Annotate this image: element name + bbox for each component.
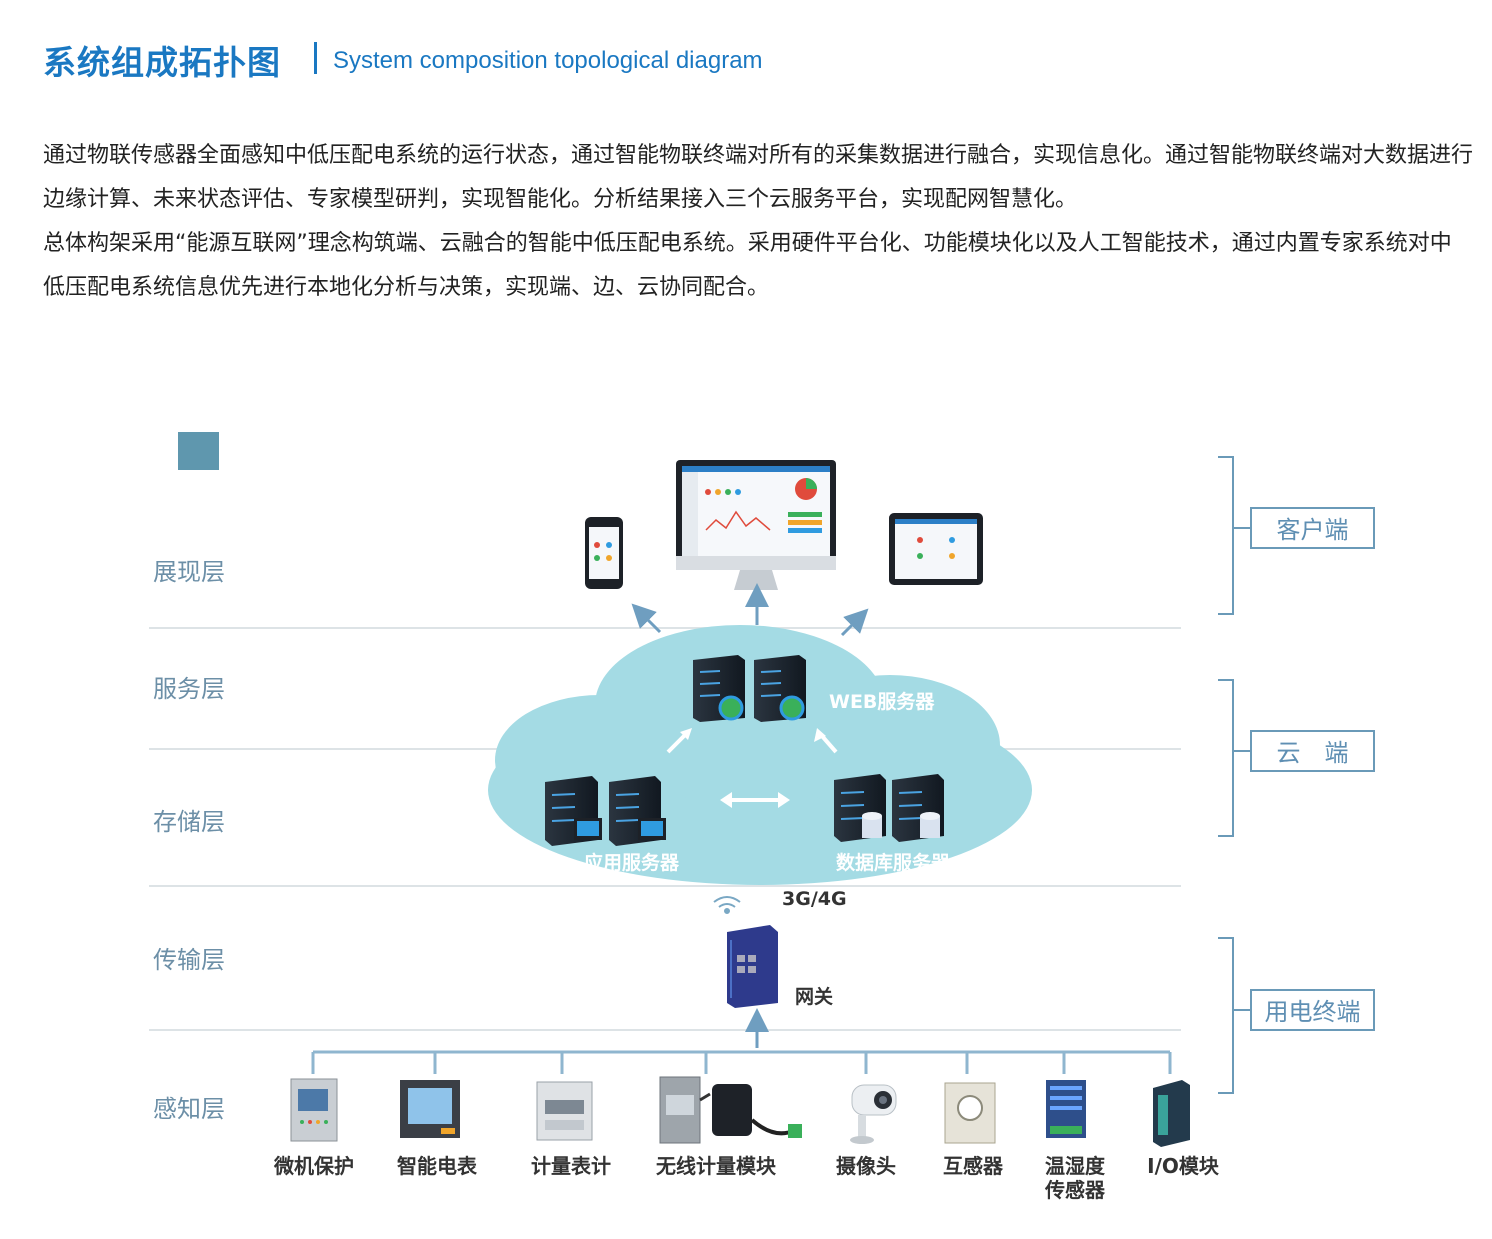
tablet-icon bbox=[889, 513, 983, 585]
device-label-energy-meter: 计量表计 bbox=[531, 1154, 611, 1178]
layer-label-transport: 传输层 bbox=[153, 946, 225, 974]
side-bracket-cloud bbox=[1218, 679, 1250, 837]
layer-label-presentation: 展现层 bbox=[153, 558, 225, 586]
device-label-protection: 微机保护 bbox=[274, 1154, 354, 1178]
side-bracket-client bbox=[1218, 456, 1250, 615]
camera-icon bbox=[850, 1084, 897, 1144]
layer-label-perception: 感知层 bbox=[153, 1095, 225, 1123]
protection-relay-icon bbox=[290, 1078, 338, 1142]
gateway-icon bbox=[727, 925, 778, 1008]
app-server-label: 应用服务器 bbox=[584, 852, 680, 874]
side-group-cloud: 云 端 bbox=[1250, 730, 1375, 772]
arrow-db-to-web bbox=[820, 734, 838, 754]
side-bracket-terminal bbox=[1218, 937, 1250, 1094]
intro-text: 通过物联传感器全面感知中低压配电系统的运行状态，通过智能物联终端对所有的采集数据… bbox=[43, 134, 1473, 310]
smart-meter-icon bbox=[400, 1080, 460, 1138]
smartphone-icon bbox=[585, 517, 623, 589]
device-label-transformer: 互感器 bbox=[943, 1154, 1003, 1178]
gateway-label: 网关 bbox=[795, 986, 834, 1008]
intro-paragraph-1: 通过物联传感器全面感知中低压配电系统的运行状态，通过智能物联终端对所有的采集数据… bbox=[43, 143, 1474, 212]
layer-separator bbox=[149, 1029, 1181, 1031]
desktop-monitor-icon bbox=[676, 460, 836, 590]
device-label-io-module: I/O模块 bbox=[1147, 1154, 1219, 1178]
layer-separator bbox=[149, 627, 1181, 629]
web-server-icon bbox=[693, 655, 806, 722]
device-label-wireless-meter: 无线计量模块 bbox=[656, 1154, 776, 1178]
energy-meter-icon bbox=[536, 1081, 593, 1141]
side-group-client: 客户端 bbox=[1250, 507, 1375, 549]
page-subtitle: System composition topological diagram bbox=[333, 47, 763, 74]
database-server-icon bbox=[834, 774, 944, 842]
layer-label-storage: 存储层 bbox=[153, 808, 225, 836]
humidity-sensor-icon bbox=[1046, 1080, 1086, 1138]
side-group-terminal: 用电终端 bbox=[1250, 989, 1375, 1031]
wifi-icon bbox=[713, 896, 741, 914]
layer-separator bbox=[149, 885, 1181, 887]
title-divider bbox=[314, 42, 317, 74]
page-title: 系统组成拓扑图 bbox=[43, 43, 281, 82]
wireless-meter-icon bbox=[659, 1076, 802, 1144]
db-server-label: 数据库服务器 bbox=[836, 852, 951, 874]
device-label-smart-meter: 智能电表 bbox=[397, 1154, 477, 1178]
app-server-icon bbox=[545, 776, 666, 846]
io-module-icon bbox=[1153, 1080, 1190, 1147]
legend-square bbox=[178, 432, 219, 470]
network-label: 3G/4G bbox=[782, 888, 847, 910]
current-transformer-icon bbox=[944, 1082, 996, 1144]
arrow-to-phone bbox=[631, 603, 662, 634]
arrow-to-tablet bbox=[840, 608, 869, 637]
web-server-label: WEB服务器 bbox=[829, 691, 935, 713]
intro-paragraph-2: 总体构架采用“能源互联网”理念构筑端、云融合的智能中低压配电系统。采用硬件平台化… bbox=[43, 231, 1452, 300]
device-label-camera: 摄像头 bbox=[836, 1154, 896, 1178]
device-label-humidity-sensor: 温湿度 传感器 bbox=[1045, 1154, 1105, 1202]
layer-label-service: 服务层 bbox=[153, 675, 225, 703]
